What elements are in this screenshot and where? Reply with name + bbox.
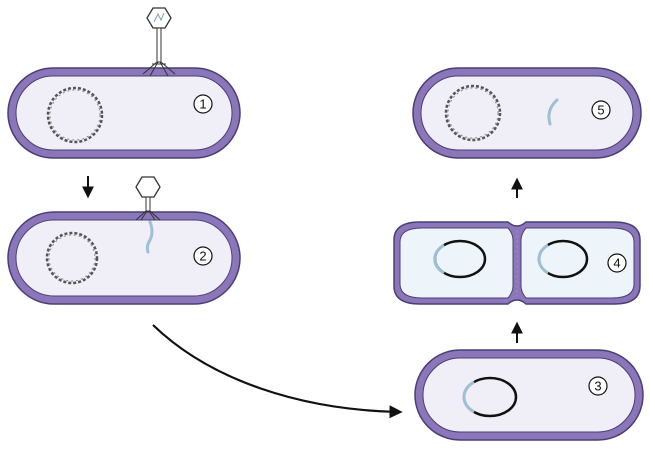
step-number: 3 [594,379,601,394]
circular-dna-icon [433,239,487,279]
cytoplasm [15,75,233,151]
circular-dna-icon [537,239,589,279]
cell-step-4: 4 [393,221,641,305]
circular-dna-icon [462,376,518,418]
step-badge [193,246,213,266]
step-number: 2 [199,249,206,264]
arrow-step-2-to-3 [152,324,403,419]
step-badge [588,376,608,396]
phage-dna-icon [145,220,154,254]
cytoplasm [422,357,636,433]
cytoplasm [15,219,233,297]
step-number: 5 [597,103,604,118]
bacteriophage-icon [142,7,176,77]
step-number: 1 [199,97,206,112]
step-badge [591,100,611,120]
cell-step-1: 1 [7,67,241,159]
bacterial-chromosome-icon [45,231,99,285]
bacterial-chromosome-icon [46,86,104,144]
daughter-cytoplasm-left [399,227,514,299]
step-number: 4 [613,256,620,271]
bacteriophage-icon [135,176,161,221]
step-badge [193,94,213,114]
step-badge [607,253,627,273]
phage-dna-icon [547,98,559,126]
bacterial-chromosome-icon [444,84,502,142]
cell-step-2: 2 [7,211,241,305]
cytoplasm [420,75,634,151]
cell-step-5: 5 [412,67,642,159]
cell-step-3: 3 [414,349,644,441]
